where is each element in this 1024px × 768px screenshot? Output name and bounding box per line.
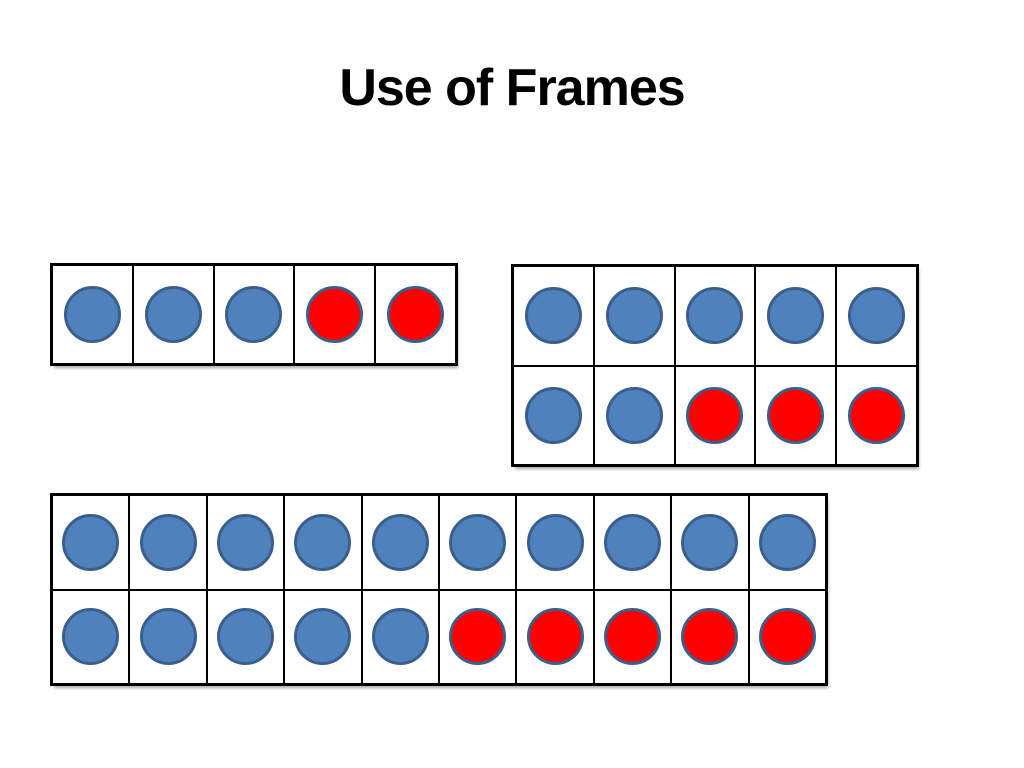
slide-title: Use of Frames — [339, 59, 685, 117]
blue-counter — [848, 287, 906, 345]
frame-cell — [671, 589, 749, 684]
frame-cell — [755, 365, 837, 465]
red-counter — [758, 608, 816, 666]
blue-counter — [686, 287, 744, 345]
double-ten-frame — [50, 493, 828, 686]
red-counter — [449, 608, 507, 666]
frame-cell — [206, 495, 285, 590]
frame-cell — [361, 495, 439, 590]
blue-counter — [526, 513, 584, 571]
red-counter — [603, 608, 661, 666]
frame-cell — [674, 365, 756, 465]
blue-counter — [139, 608, 197, 666]
blue-counter — [449, 513, 507, 571]
frame-cell — [52, 495, 130, 590]
ten-frame — [511, 264, 919, 467]
red-counter — [686, 386, 744, 444]
red-counter — [526, 608, 584, 666]
frame-cell — [439, 589, 517, 684]
blue-counter — [62, 513, 120, 571]
frame-cell — [213, 265, 295, 364]
frame-cell — [439, 495, 517, 590]
blue-counter — [371, 513, 429, 571]
frame-cell — [674, 266, 756, 366]
frame-cell — [593, 495, 672, 590]
blue-counter — [758, 513, 816, 571]
frame-cell — [52, 265, 133, 364]
frame-cell — [836, 266, 917, 366]
blue-counter — [524, 287, 582, 345]
frame-cell — [206, 589, 285, 684]
frame-cell — [375, 265, 456, 364]
blue-counter — [294, 608, 352, 666]
blue-counter — [605, 287, 663, 345]
blue-counter — [681, 513, 739, 571]
red-counter — [767, 386, 825, 444]
blue-counter — [63, 286, 121, 343]
frame-cell — [748, 589, 826, 684]
frame-cell — [284, 495, 362, 590]
frame-cell — [516, 589, 594, 684]
red-counter — [387, 286, 445, 343]
frame-cell — [593, 266, 675, 366]
frame-cell — [294, 265, 376, 364]
blue-counter — [139, 513, 197, 571]
frame-cell — [129, 589, 207, 684]
frame-cell — [593, 589, 672, 684]
frame-cell — [361, 589, 439, 684]
red-counter — [681, 608, 739, 666]
frame-cell — [52, 589, 130, 684]
blue-counter — [767, 287, 825, 345]
blue-counter — [371, 608, 429, 666]
blue-counter — [225, 286, 283, 343]
frame-cell — [516, 495, 594, 590]
red-counter — [848, 386, 906, 444]
frame-cell — [129, 495, 207, 590]
five-frame — [50, 263, 458, 366]
blue-counter — [605, 386, 663, 444]
blue-counter — [603, 513, 661, 571]
blue-counter — [216, 513, 274, 571]
frame-cell — [593, 365, 675, 465]
frame-cell — [513, 266, 594, 366]
frame-cell — [755, 266, 837, 366]
frame-cell — [836, 365, 917, 465]
frame-cell — [132, 265, 214, 364]
frame-cell — [284, 589, 362, 684]
blue-counter — [294, 513, 352, 571]
blue-counter — [62, 608, 120, 666]
frame-cell — [513, 365, 594, 465]
blue-counter — [524, 386, 582, 444]
frame-cell — [671, 495, 749, 590]
blue-counter — [144, 286, 202, 343]
red-counter — [306, 286, 364, 343]
blue-counter — [216, 608, 274, 666]
frame-cell — [748, 495, 826, 590]
